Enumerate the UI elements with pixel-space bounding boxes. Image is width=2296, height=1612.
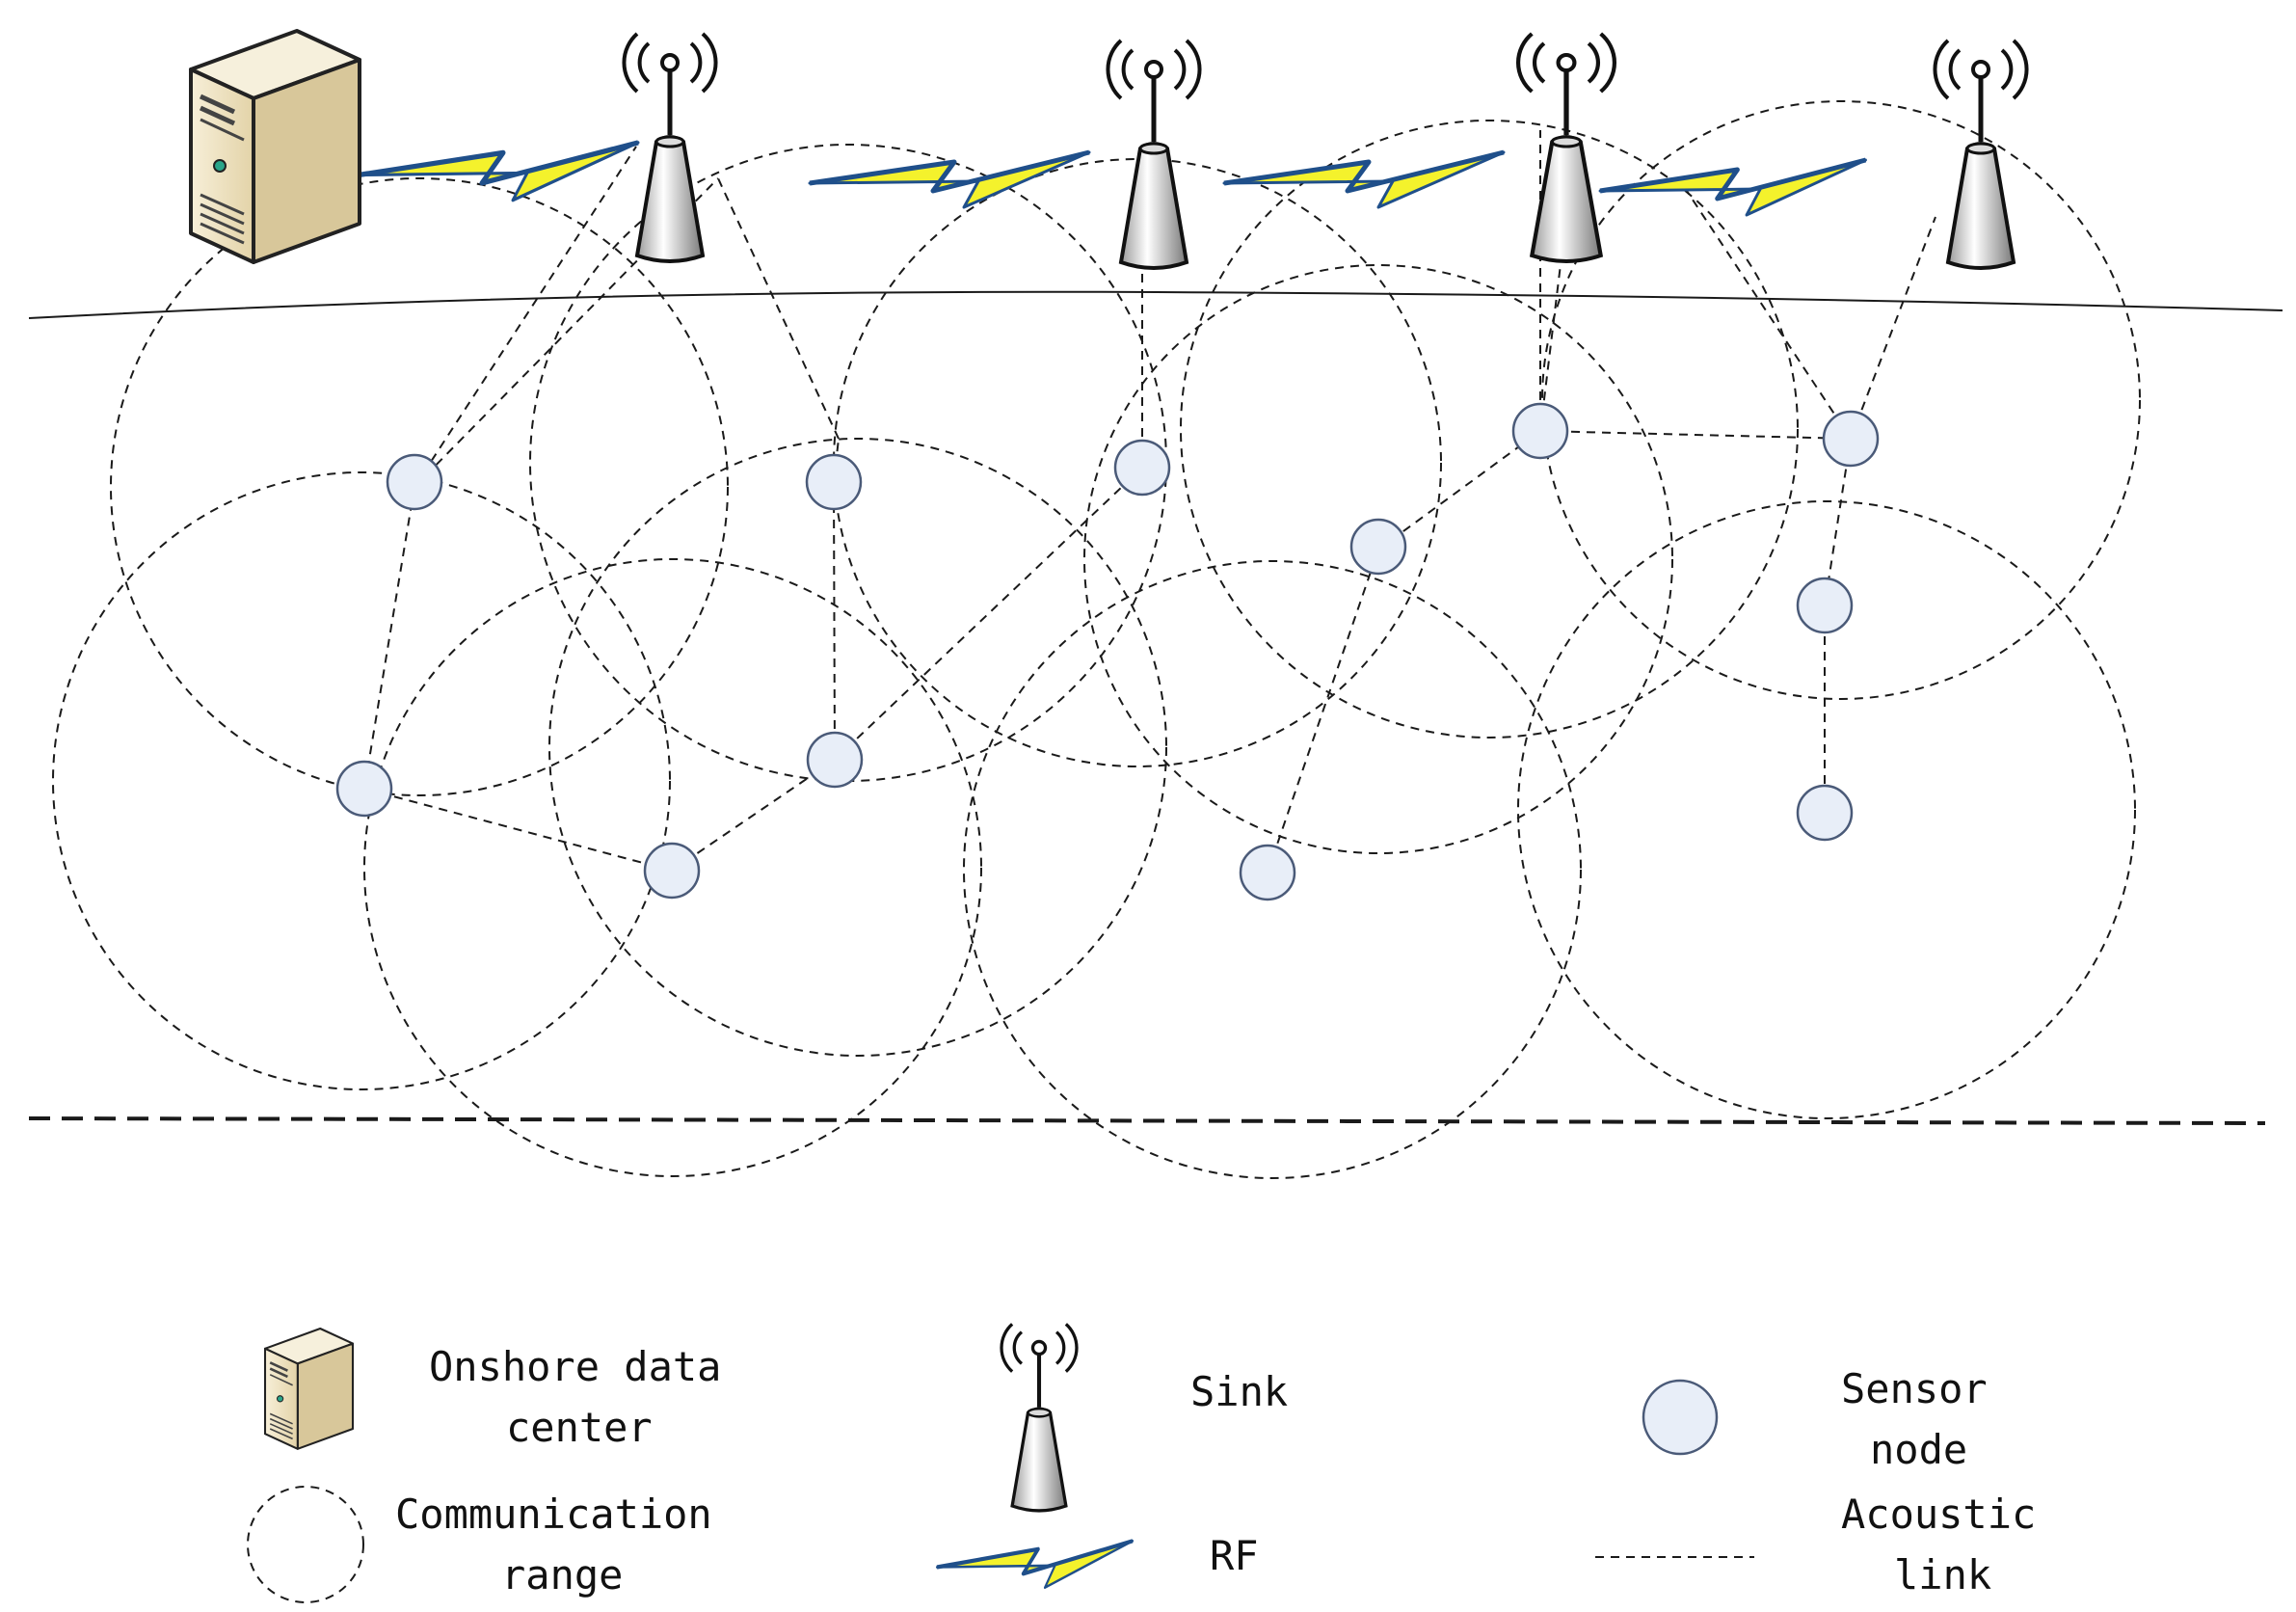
legend-range-label-line2: range: [501, 1551, 623, 1599]
antenna-tower-icon: [1935, 40, 2026, 268]
sinks: [624, 34, 2026, 268]
legend-acoustic-label-line1: Acoustic: [1841, 1491, 2036, 1538]
legend-sensor-label-line2: node: [1870, 1426, 1967, 1473]
acoustic-link-line: [834, 467, 1143, 761]
sensor-node: [1796, 784, 1854, 842]
communication-range-circle: [1180, 120, 1799, 739]
legend-onshore-label-line2: center: [506, 1404, 653, 1451]
communication-range-circle: [1517, 500, 2136, 1119]
lightning-bolt-icon: [1224, 152, 1504, 207]
rf-links: [359, 143, 1866, 215]
acoustic-link-line: [414, 146, 637, 488]
legend-sensor-label-line1: Sensor: [1841, 1365, 1988, 1412]
communication-range-circle: [1083, 264, 1673, 854]
sensor-node: [1349, 518, 1407, 576]
acoustic-link-line: [833, 481, 836, 761]
acoustic-link-line: [671, 759, 836, 872]
lightning-bolt-icon: [937, 1541, 1133, 1587]
acoustic-link-line: [717, 177, 840, 440]
antenna-tower-icon: [1001, 1324, 1077, 1511]
acoustic-link-line: [1539, 216, 1567, 432]
lightning-bolt-icon: [810, 152, 1089, 207]
acoustic-link-line: [1267, 549, 1379, 873]
sensor-node: [1822, 410, 1880, 468]
antenna-tower-icon: [1108, 40, 1199, 268]
sensor-node: [1511, 402, 1569, 460]
sensor-node: [643, 842, 701, 900]
sensor-node: [806, 731, 864, 789]
seabed-line: [28, 1116, 2266, 1125]
sensor-node: [1642, 1379, 1719, 1456]
acoustic-link-line: [1850, 216, 1936, 440]
legend-rf-label: RF: [1210, 1532, 1259, 1579]
acoustic-link-line: [363, 788, 673, 872]
lightning-bolt-icon: [1600, 160, 1866, 215]
communication-ranges: [52, 100, 2141, 1179]
acoustic-link-line: [1539, 430, 1852, 440]
sensor-node: [1796, 577, 1854, 634]
legend-sink-label: Sink: [1190, 1368, 1288, 1415]
server-icon: [191, 31, 360, 262]
acoustic-link-line: [363, 486, 415, 790]
acoustic-link-line: [1684, 187, 1852, 440]
legend-range-label-line1: Communication: [395, 1491, 712, 1538]
sensor-node: [805, 453, 863, 511]
legend: Onshore data center Sink Sensor node Com…: [247, 1324, 2036, 1603]
legend-onshore-label-line1: Onshore data: [429, 1343, 721, 1390]
acoustic-link-line: [1377, 430, 1541, 551]
sea-surface-line: [28, 290, 2283, 319]
sensor-node: [1239, 844, 1296, 901]
legend-acoustic-label-line2: link: [1894, 1551, 1991, 1599]
communication-range-circle: [110, 177, 729, 796]
communication-range-circle: [1541, 100, 2141, 700]
antenna-tower-icon: [624, 34, 715, 261]
communication-range-circle: [548, 438, 1167, 1057]
sensor-node: [1113, 439, 1171, 497]
sensor-node: [386, 453, 443, 511]
lightning-bolt-icon: [359, 143, 638, 201]
communication-range-circle: [247, 1486, 364, 1603]
sensor-nodes: [335, 402, 1880, 901]
communication-range-circle: [963, 560, 1582, 1179]
communication-range-circle: [363, 558, 982, 1177]
antenna-tower-icon: [1518, 34, 1615, 261]
server-icon: [263, 1327, 355, 1451]
communication-range-circle: [833, 158, 1442, 767]
communication-range-circle: [52, 471, 671, 1090]
sensor-node: [335, 760, 393, 818]
